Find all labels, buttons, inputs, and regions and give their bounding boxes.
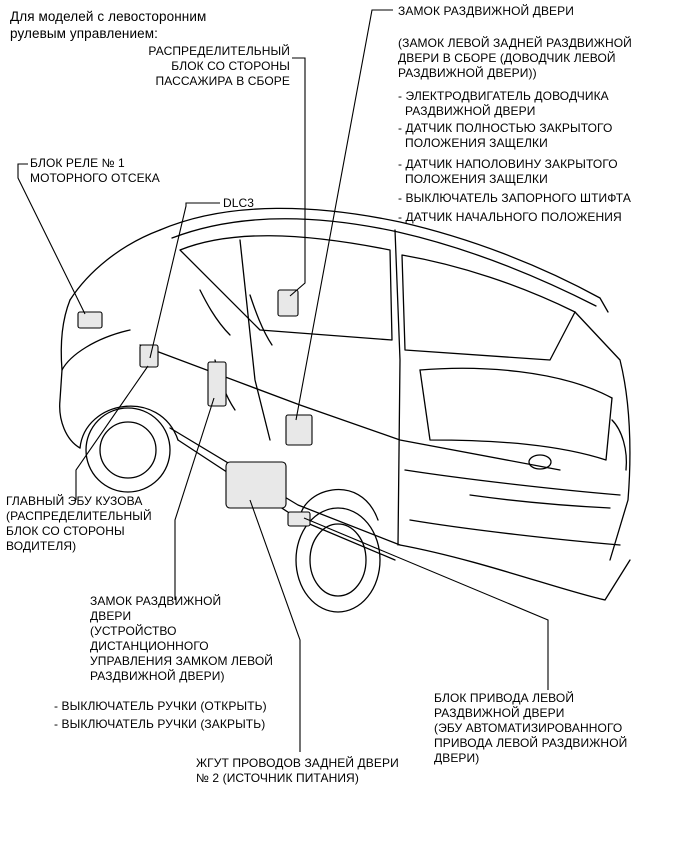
callout-line: ПАССАЖИРА В СБОРЕ <box>155 74 290 88</box>
callout-sliding-door-lock-top: ЗАМОК РАЗДВИЖНОЙ ДВЕРИ <box>398 4 574 19</box>
callout-list-item: - ДАТЧИК НАПОЛОВИНУ ЗАКРЫТОГО <box>398 157 618 171</box>
callout-sliding-door-lock-bottom: ЗАМОК РАЗДВИЖНОЙ ДВЕРИ (УСТРОЙСТВО ДИСТА… <box>90 594 273 684</box>
callout-line: ДВЕРИ В СБОРЕ (ДОВОДЧИК ЛЕВОЙ <box>398 51 616 65</box>
callout-line: БЛОК РЕЛЕ № 1 <box>30 156 125 170</box>
callout-line: МОТОРНОГО ОТСЕКА <box>30 171 160 185</box>
callout-list-item: - ДАТЧИК ПОЛНОСТЬЮ ЗАКРЫТОГО <box>398 121 613 135</box>
callout-engine-relay-block: БЛОК РЕЛЕ № 1 МОТОРНОГО ОТСЕКА <box>30 156 160 186</box>
callout-line: (УСТРОЙСТВО <box>90 624 177 638</box>
diagram-heading: Для моделей с левосторонним рулевым упра… <box>10 8 206 42</box>
callout-line: БЛОК СО СТОРОНЫ <box>6 524 125 538</box>
callout-line: ДВЕРИ) <box>434 751 480 765</box>
callout-line: РАЗДВИЖНОЙ ДВЕРИ)) <box>398 66 537 80</box>
callout-list-item: - ЭЛЕКТРОДВИГАТЕЛЬ ДОВОДЧИКА <box>398 89 609 103</box>
callout-line: DLC3 <box>223 196 255 210</box>
callout-dlc3: DLC3 <box>223 196 254 211</box>
callout-sliding-door-lock-top-details: (ЗАМОК ЛЕВОЙ ЗАДНЕЙ РАЗДВИЖНОЙ ДВЕРИ В С… <box>398 36 632 225</box>
callout-title: ЗАМОК РАЗДВИЖНОЙ ДВЕРИ <box>398 4 574 18</box>
callout-line: РАЗДВИЖНОЙ ДВЕРИ) <box>90 669 225 683</box>
callout-line: ВОДИТЕЛЯ) <box>6 539 77 553</box>
callout-line: № 2 (ИСТОЧНИК ПИТАНИЯ) <box>196 771 359 785</box>
callout-list-item: - ВЫКЛЮЧАТЕЛЬ РУЧКИ (ОТКРЫТЬ) <box>54 699 267 713</box>
callout-line: БЛОК СО СТОРОНЫ <box>171 59 290 73</box>
callout-line: ДИСТАНЦИОННОГО <box>90 639 209 653</box>
component-modules <box>77 289 313 527</box>
callout-line: УПРАВЛЕНИЯ ЗАМКОМ ЛЕВОЙ <box>90 654 274 668</box>
callout-rear-door-harness: ЖГУТ ПРОВОДОВ ЗАДНЕЙ ДВЕРИ № 2 (ИСТОЧНИК… <box>196 756 399 786</box>
leader-lines <box>17 9 549 752</box>
callout-list-item: - ДАТЧИК НАЧАЛЬНОГО ПОЛОЖЕНИЯ <box>398 210 622 224</box>
callout-line: РАЗДВИЖНОЙ ДВЕРИ <box>434 706 565 720</box>
callout-line: ЖГУТ ПРОВОДОВ ЗАДНЕЙ ДВЕРИ <box>196 756 399 770</box>
callout-line: ПРИВОДА ЛЕВОЙ РАЗДВИЖНОЙ <box>434 736 628 750</box>
callout-line: ГЛАВНЫЙ ЭБУ КУЗОВА <box>6 494 143 508</box>
callout-list-item: - ВЫКЛЮЧАТЕЛЬ РУЧКИ (ЗАКРЫТЬ) <box>54 717 266 731</box>
callout-passenger-junction-block: РАСПРЕДЕЛИТЕЛЬНЫЙ БЛОК СО СТОРОНЫ ПАССАЖ… <box>140 44 290 89</box>
callout-door-drive-unit: БЛОК ПРИВОДА ЛЕВОЙ РАЗДВИЖНОЙ ДВЕРИ (ЭБУ… <box>434 691 627 766</box>
callout-line: (РАСПРЕДЕЛИТЕЛЬНЫЙ <box>6 509 152 523</box>
callout-main-body-ecu: ГЛАВНЫЙ ЭБУ КУЗОВА (РАСПРЕДЕЛИТЕЛЬНЫЙ БЛ… <box>6 494 152 554</box>
callout-list-item-cont: РАЗДВИЖНОЙ ДВЕРИ <box>405 104 536 118</box>
heading-line-1: Для моделей с левосторонним <box>10 9 207 24</box>
heading-line-2: рулевым управлением: <box>10 26 158 41</box>
callout-handle-switches: - ВЫКЛЮЧАТЕЛЬ РУЧКИ (ОТКРЫТЬ) - ВЫКЛЮЧАТ… <box>54 699 267 732</box>
callout-line: (ЗАМОК ЛЕВОЙ ЗАДНЕЙ РАЗДВИЖНОЙ <box>398 36 632 50</box>
callout-list-item: - ВЫКЛЮЧАТЕЛЬ ЗАПОРНОГО ШТИФТА <box>398 191 631 205</box>
callout-line: ЗАМОК РАЗДВИЖНОЙ <box>90 594 222 608</box>
callout-line: РАСПРЕДЕЛИТЕЛЬНЫЙ <box>148 44 290 58</box>
callout-line: БЛОК ПРИВОДА ЛЕВОЙ <box>434 691 575 705</box>
callout-line: (ЭБУ АВТОМАТИЗИРОВАННОГО <box>434 721 623 735</box>
callout-list-item-cont: ПОЛОЖЕНИЯ ЗАЩЕЛКИ <box>405 172 548 186</box>
callout-list-item-cont: ПОЛОЖЕНИЯ ЗАЩЕЛКИ <box>405 136 548 150</box>
callout-line: ДВЕРИ <box>90 609 132 623</box>
